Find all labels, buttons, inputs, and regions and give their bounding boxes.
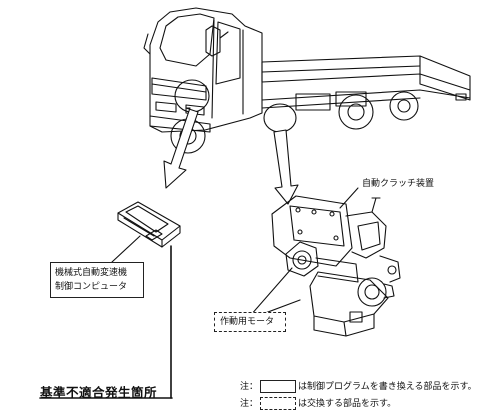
arrow-to-computer [163, 107, 199, 189]
leader-motor-a [249, 267, 293, 317]
clutch-device-illustration [271, 195, 401, 337]
motor-label: 作動用モータ [220, 317, 275, 327]
computer-label-box: 機械式自動変速機 制御コンピュータ [50, 262, 144, 298]
motor-label-box: 作動用モータ [214, 312, 286, 332]
dashed-box-legend-swatch [260, 397, 297, 410]
note-replace-text: は交換する部品を示す。 [298, 398, 397, 409]
note-reprogram: 注： は制御プログラムを書き換える部品を示す。 [240, 380, 477, 393]
computer-label-line1: 機械式自動変速機 [55, 268, 128, 278]
note-reprogram-text: は制御プログラムを書き換える部品を示す。 [298, 381, 477, 392]
note-replace: 注： は交換する部品を示す。 [240, 397, 396, 410]
computer-label-line2: 制御コンピュータ [55, 282, 128, 292]
note-prefix: 注： [240, 381, 259, 392]
leader-computer [111, 235, 141, 263]
callout-circle-chassis [263, 103, 297, 133]
callout-circle-cab [174, 79, 210, 113]
note-prefix: 注： [240, 398, 259, 409]
computer-unit-illustration [117, 201, 181, 248]
leader-clutch [339, 187, 359, 209]
solid-box-legend-swatch [260, 380, 297, 393]
arrow-to-clutch [273, 129, 299, 205]
clutch-device-label: 自動クラッチ装置 [362, 179, 435, 189]
nonconformance-label: 基準不適合発生箇所 [40, 385, 158, 400]
